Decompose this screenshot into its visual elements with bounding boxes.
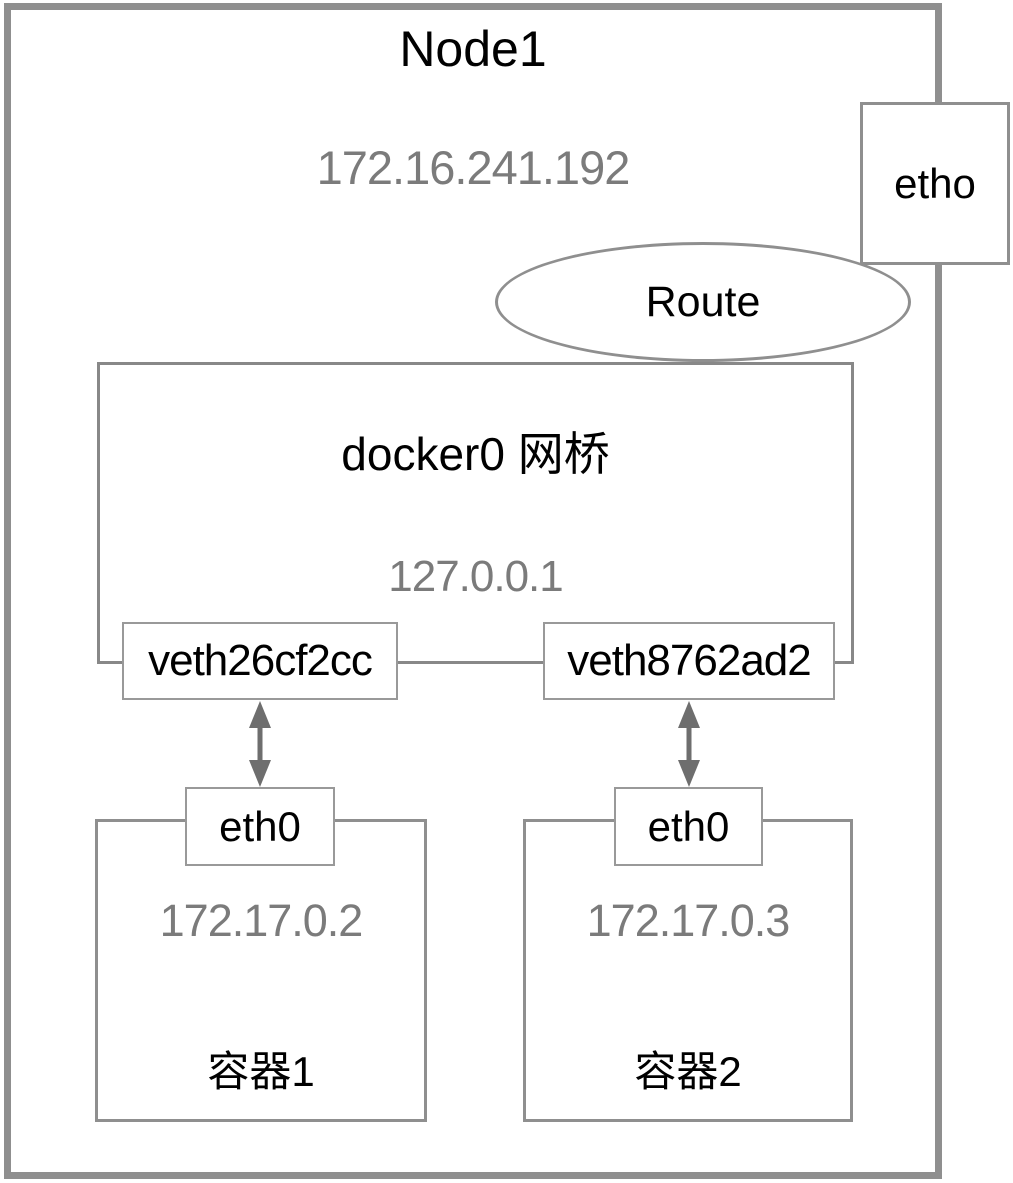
veth2-label: veth8762ad2 bbox=[567, 636, 811, 685]
veth1-box: veth26cf2cc bbox=[122, 622, 398, 700]
container2-ip: 172.17.0.3 bbox=[586, 895, 791, 946]
container1-box: 172.17.0.2 容器1 bbox=[95, 819, 427, 1122]
arrow2-head-up bbox=[678, 701, 700, 728]
arrow1-head-down bbox=[249, 760, 271, 787]
docker0-bridge-title: docker0 网桥 bbox=[341, 428, 610, 480]
node1-box bbox=[4, 3, 942, 1179]
arrow2-head-down bbox=[678, 760, 700, 787]
container2-eth0-box: eth0 bbox=[614, 787, 763, 866]
docker0-bridge-ip: 127.0.0.1 bbox=[388, 552, 564, 601]
container1-ip: 172.17.0.2 bbox=[159, 895, 364, 946]
host-nic-label: etho bbox=[894, 159, 976, 207]
arrow1-head-up bbox=[249, 701, 271, 728]
docker0-bridge-box bbox=[97, 362, 854, 664]
container2-box: 172.17.0.3 容器2 bbox=[523, 819, 853, 1122]
container1-eth0-label: eth0 bbox=[219, 802, 301, 850]
node1-ip: 172.16.241.192 bbox=[316, 141, 631, 194]
route-ellipse: Route bbox=[495, 242, 911, 362]
host-nic-box: etho bbox=[860, 102, 1010, 265]
container2-eth0-label: eth0 bbox=[647, 802, 730, 850]
container2-label: 容器2 bbox=[634, 1048, 742, 1095]
container1-label: 容器1 bbox=[207, 1048, 315, 1095]
veth2-eth0-arrow-icon bbox=[678, 701, 700, 787]
route-label: Route bbox=[645, 277, 761, 326]
veth1-eth0-arrow-icon bbox=[249, 701, 271, 787]
container1-eth0-box: eth0 bbox=[185, 787, 335, 866]
veth2-box: veth8762ad2 bbox=[543, 622, 835, 700]
node1-title: Node1 bbox=[399, 21, 547, 77]
veth1-label: veth26cf2cc bbox=[148, 636, 373, 685]
